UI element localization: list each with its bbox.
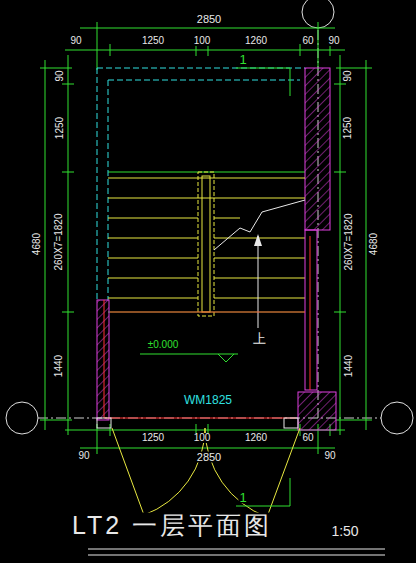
dimension-text: 90: [55, 69, 65, 82]
dimension-text: 90: [327, 36, 340, 46]
dimension-text: 2850: [196, 14, 222, 25]
direction-text: 上: [252, 332, 267, 345]
dimension-text: 60: [301, 433, 314, 443]
dimension-text: 90: [77, 451, 90, 461]
dimension-text: 1260: [244, 36, 268, 46]
dimension-text: 100: [193, 36, 212, 46]
dimension-text: 1250: [141, 433, 165, 443]
dimension-text: 1250: [141, 36, 165, 46]
dimension-text: 1260: [244, 433, 268, 443]
dimension-text: 90: [343, 69, 353, 82]
elevation-text: ±0.000: [147, 340, 180, 350]
scale-text: 1:50: [330, 524, 359, 538]
dimension-text: 4680: [369, 232, 379, 256]
dimension-text: 60: [301, 36, 314, 46]
dimension-text: 4680: [32, 232, 42, 256]
callout-number: 1: [238, 491, 247, 504]
dimension-text: 1250: [343, 116, 353, 140]
dimension-text: 90: [69, 36, 82, 46]
drawing-title: LT2 一层平面图: [71, 513, 273, 538]
dimension-text: 1440: [54, 354, 64, 378]
dimension-text: 260X7=1820: [344, 212, 354, 271]
dimension-text: 1250: [55, 116, 65, 140]
dimension-text: 2850: [196, 452, 222, 463]
callout-number: 1: [238, 53, 247, 66]
dimension-text: 100: [193, 433, 212, 443]
door-code: WM1825: [183, 394, 233, 406]
dimension-text: 1440: [344, 354, 354, 378]
dimension-text: 90: [323, 451, 336, 461]
dimension-text: 260X7=1820: [54, 212, 64, 271]
